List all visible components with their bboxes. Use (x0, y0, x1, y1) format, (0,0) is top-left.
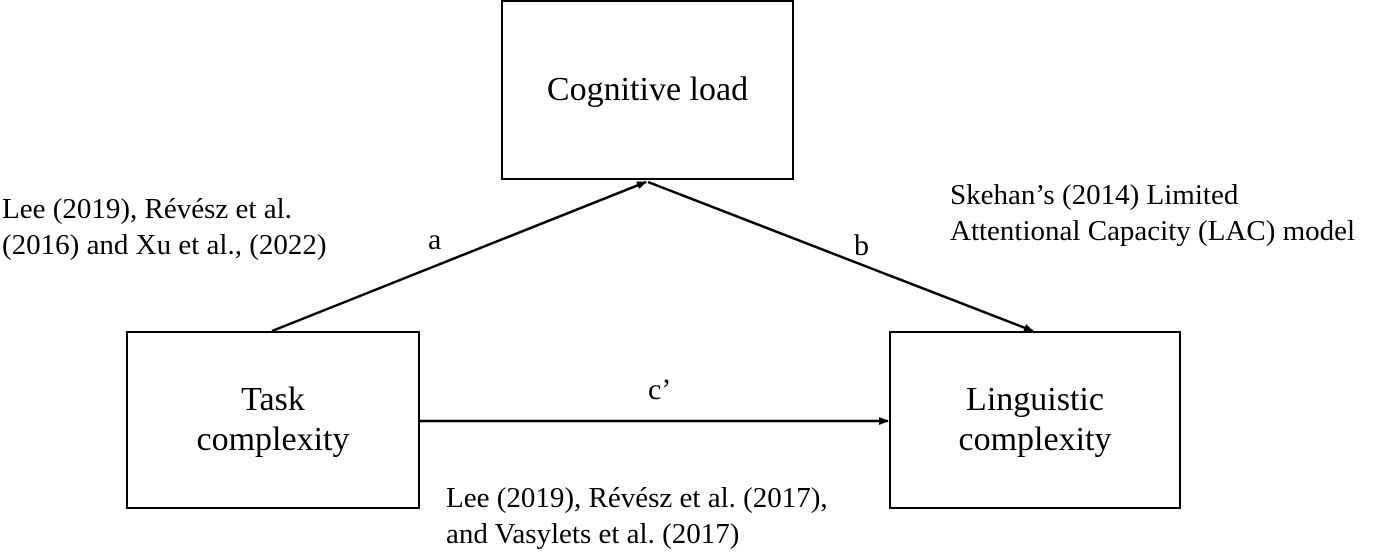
citation-path-b-line1: Skehan’s (2014) Limited (950, 179, 1239, 211)
path-label-a: a (428, 223, 442, 256)
dependent-box-linguistic-complexity: Linguistic complexity (889, 331, 1181, 509)
path-label-c-prime: c’ (648, 373, 672, 406)
mediator-box-cognitive-load: Cognitive load (501, 0, 794, 180)
citation-path-a: Lee (2019), Révész et al. (2016) and Xu … (2, 191, 327, 263)
arrow-b (647, 180, 1034, 333)
independent-label-line1: Task (241, 381, 305, 418)
path-label-b: b (854, 229, 869, 262)
citation-path-b: Skehan’s (2014) Limited Attentional Capa… (950, 177, 1355, 249)
citation-path-c: Lee (2019), Révész et al. (2017), and Va… (446, 480, 828, 552)
independent-box-task-complexity: Task complexity (126, 331, 420, 509)
independent-label-line2: complexity (196, 421, 350, 458)
citation-path-c-line1: Lee (2019), Révész et al. (2017), (446, 482, 828, 514)
dependent-label-line2: complexity (958, 421, 1112, 458)
citation-path-a-line1: Lee (2019), Révész et al. (2, 193, 292, 225)
citation-path-a-line2: (2016) and Xu et al., (2022) (2, 229, 327, 261)
arrow-a (271, 180, 647, 333)
mediator-label: Cognitive load (546, 71, 749, 108)
citation-path-b-line2: Attentional Capacity (LAC) model (950, 215, 1356, 247)
citation-path-c-line2: and Vasylets et al. (2017) (446, 518, 740, 550)
dependent-label-line1: Linguistic (966, 381, 1104, 418)
